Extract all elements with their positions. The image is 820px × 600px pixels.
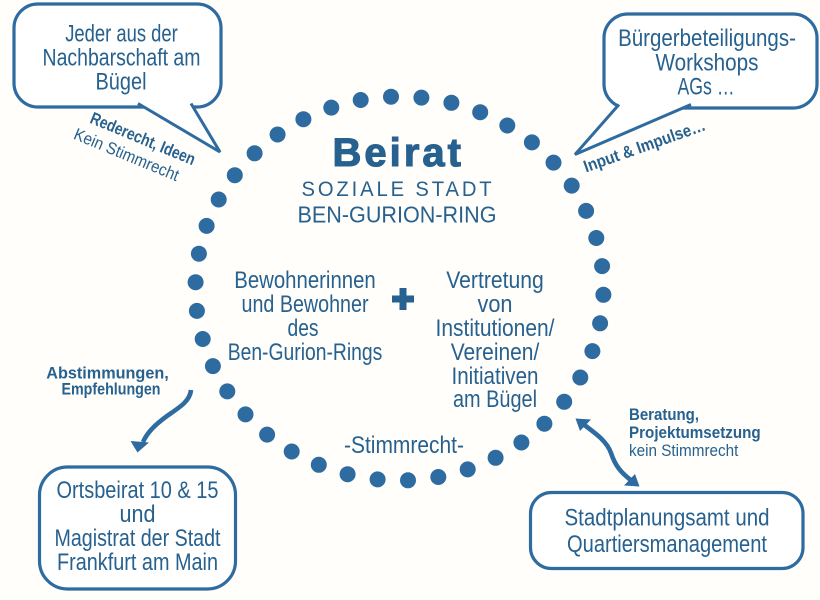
svg-text:des: des: [288, 315, 319, 342]
svg-text:SOZIALE STADT: SOZIALE STADT: [302, 178, 495, 201]
svg-text:Quartiersmanagement: Quartiersmanagement: [567, 531, 767, 558]
svg-text:Nachbarschaft am: Nachbarschaft am: [43, 45, 201, 72]
svg-text:Abstimmungen,: Abstimmungen,: [46, 364, 169, 383]
svg-text:und: und: [120, 501, 156, 528]
svg-text:Institutionen/: Institutionen/: [436, 315, 555, 342]
svg-text:Projektumsetzung: Projektumsetzung: [629, 423, 761, 442]
svg-text:Beirat: Beirat: [333, 131, 464, 175]
svg-text:Magistrat der Stadt: Magistrat der Stadt: [55, 525, 221, 552]
svg-text:und Bewohner: und Bewohner: [242, 291, 369, 318]
svg-text:Initiativen: Initiativen: [452, 363, 539, 390]
svg-text:Empfehlungen: Empfehlungen: [62, 380, 161, 399]
svg-text:BEN-GURION-RING: BEN-GURION-RING: [298, 202, 497, 228]
svg-text:am Bügel: am Bügel: [453, 386, 537, 413]
svg-text:Vereinen/: Vereinen/: [451, 339, 540, 366]
svg-text:-Stimmrecht-: -Stimmrecht-: [344, 432, 464, 459]
svg-text:kein Stimmrecht: kein Stimmrecht: [629, 441, 739, 460]
svg-text:Ben-Gurion-Rings: Ben-Gurion-Rings: [228, 339, 383, 366]
svg-text:Jeder aus der: Jeder aus der: [65, 21, 178, 48]
svg-text:Workshops: Workshops: [656, 50, 759, 77]
svg-text:Bürgerbeteiligungs-: Bürgerbeteiligungs-: [618, 25, 796, 52]
svg-text:Frankfurt am Main: Frankfurt am Main: [57, 549, 218, 576]
svg-text:Stadtplanungsamt und: Stadtplanungsamt und: [565, 505, 770, 532]
svg-text:Bügel: Bügel: [96, 69, 147, 96]
svg-text:AGs …: AGs …: [678, 74, 735, 101]
svg-text:von: von: [478, 291, 513, 318]
svg-text:Beratung,: Beratung,: [629, 405, 699, 424]
svg-text:Ortsbeirat 10 & 15: Ortsbeirat 10 & 15: [57, 477, 219, 504]
svg-text:Vertretung: Vertretung: [446, 267, 544, 294]
svg-text:Bewohnerinnen: Bewohnerinnen: [234, 267, 376, 294]
